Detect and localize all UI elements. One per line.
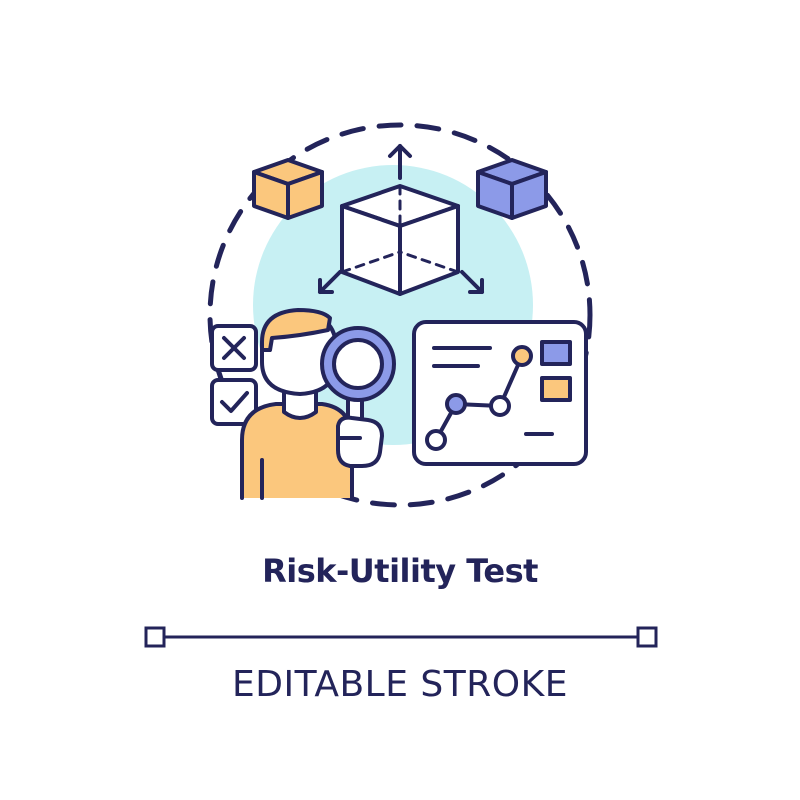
expand-arrows-icon xyxy=(318,144,484,294)
page-subtitle: EDITABLE STROKE xyxy=(232,664,568,705)
blue-cube-icon xyxy=(476,158,548,220)
center-cube-icon xyxy=(340,184,460,296)
magnifying-glass-icon xyxy=(320,326,396,468)
dashed-circle-frame xyxy=(207,122,593,508)
analytics-board-icon xyxy=(412,320,588,466)
reject-checkbox-icon xyxy=(210,324,258,372)
page-title: Risk-Utility Test xyxy=(262,552,538,590)
orange-cube-icon xyxy=(252,158,324,220)
stroke-line xyxy=(144,626,658,648)
accept-checkbox-icon xyxy=(210,378,258,426)
